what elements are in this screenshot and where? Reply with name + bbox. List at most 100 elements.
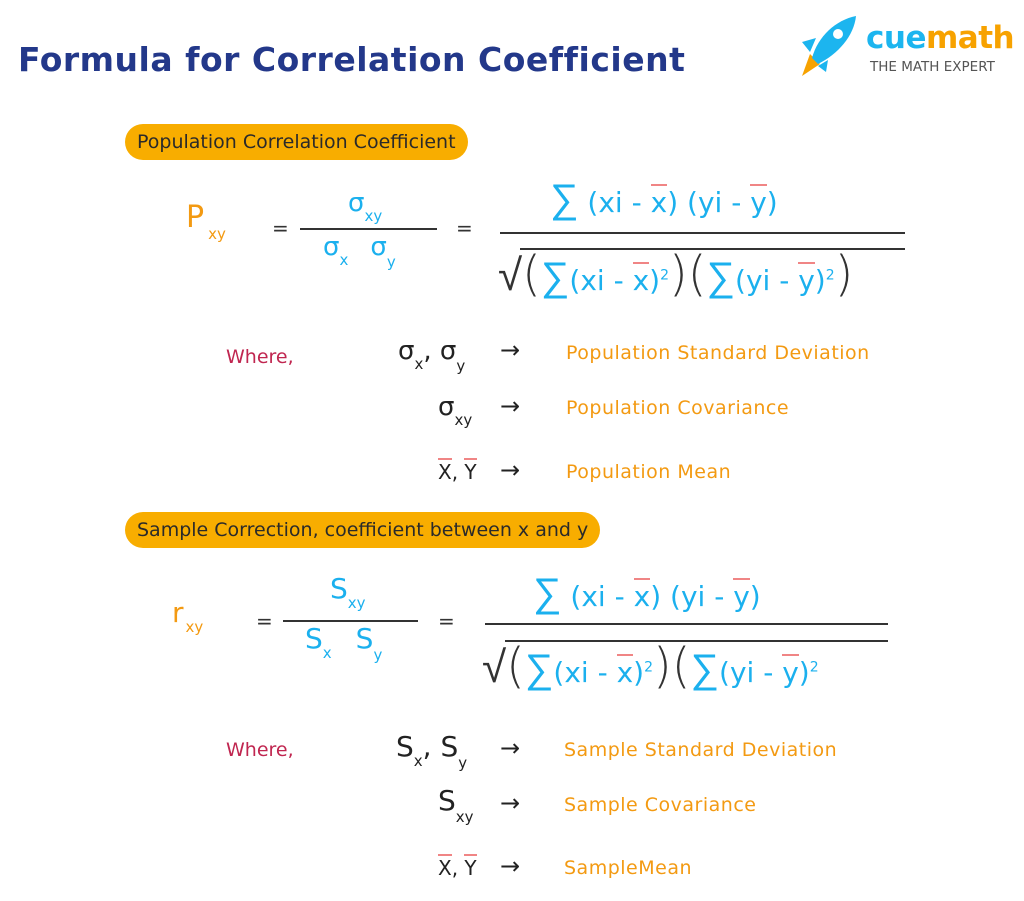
sym-sub: xy xyxy=(455,808,474,826)
arrow-icon: → xyxy=(500,392,521,420)
paren: ) xyxy=(814,264,826,297)
equals-sign: = xyxy=(272,216,289,240)
covariance-symbol: Sxy xyxy=(330,572,366,612)
fraction-line xyxy=(300,228,437,230)
covariance-symbol: σxy xyxy=(348,188,382,225)
arrow-icon: → xyxy=(500,852,521,880)
den-b: σ xyxy=(370,232,387,262)
yi-term: (yi - xyxy=(670,580,734,613)
def-label-1: Population Standard Deviation xyxy=(566,342,870,364)
sym-sub: y xyxy=(456,357,466,375)
den-b: S xyxy=(355,622,374,655)
sum-icon: ∑ xyxy=(524,646,554,692)
lhs-letter: P xyxy=(186,200,205,235)
def-symbol-1: σx, σy xyxy=(398,336,465,375)
def-symbol-3: X, Y xyxy=(438,854,477,880)
sample-heading: Sample Correction, coefficient between x… xyxy=(125,512,601,548)
y-bar: y xyxy=(750,184,767,219)
sym: S xyxy=(438,784,456,817)
yi-term: (yi - xyxy=(735,264,799,297)
denominator-main: √(∑(xi - x)2)(∑(yi - y)2 xyxy=(482,638,819,694)
xi-term: (xi - xyxy=(553,656,617,689)
arrow-icon: → xyxy=(500,336,521,364)
fraction-line xyxy=(283,620,418,622)
where-label: Where, xyxy=(226,739,294,761)
sqrt-icon: √ xyxy=(498,250,523,301)
den-a-sub: x xyxy=(322,644,332,662)
paren: ) xyxy=(653,638,672,694)
sym: σ xyxy=(398,336,415,366)
def-symbol-1: Sx, Sy xyxy=(396,730,467,772)
yi-term: (yi - xyxy=(687,186,751,219)
brand-math: math xyxy=(925,20,1015,56)
y-bar: Y xyxy=(464,854,477,880)
lhs-subscript: xy xyxy=(185,618,204,636)
paren: ) xyxy=(669,246,688,302)
sym-sub: x xyxy=(414,355,424,373)
denominator-main: √(∑(xi - x)2)(∑(yi - y)2) xyxy=(498,246,853,302)
brand-cue: cue xyxy=(866,20,926,56)
fraction-line-main xyxy=(485,623,888,625)
paren: ) xyxy=(766,186,778,219)
sum-icon: ∑ xyxy=(540,254,570,300)
numerator: ∑ (xi - x) (yi - y) xyxy=(533,570,761,616)
paren: ) xyxy=(633,656,645,689)
fraction-line-main xyxy=(500,232,905,234)
paren: ) xyxy=(834,246,854,302)
rocket-icon xyxy=(802,16,856,76)
paren: ) xyxy=(749,580,761,613)
mid-symbol: S xyxy=(330,572,348,605)
equals-sign: = xyxy=(256,609,273,633)
sum-icon: ∑ xyxy=(550,176,579,222)
square: 2 xyxy=(825,267,835,284)
comma: , xyxy=(451,460,465,484)
paren: ( xyxy=(506,638,525,694)
page-title: Formula for Correlation Coefficient xyxy=(18,40,686,79)
x-bar: x xyxy=(633,578,651,613)
def-symbol-2: Sxy xyxy=(438,784,474,826)
x-bar: x xyxy=(616,654,634,689)
x-bar: X xyxy=(438,458,452,484)
sum-icon: ∑ xyxy=(706,254,736,300)
sym-sub: y xyxy=(458,754,468,772)
paren: ) xyxy=(798,656,810,689)
sym: σ xyxy=(439,336,457,366)
square: 2 xyxy=(660,267,670,284)
paren: ( xyxy=(671,638,691,694)
sym-sub: x xyxy=(413,752,423,770)
sym: σ xyxy=(438,392,455,422)
where-label: Where, xyxy=(226,346,294,368)
lhs-subscript: xy xyxy=(208,225,226,243)
xi-term: (xi - xyxy=(570,580,634,613)
sum-icon: ∑ xyxy=(690,646,720,692)
def-label-2: Population Covariance xyxy=(566,397,790,419)
y-bar: y xyxy=(782,654,799,689)
den-a: S xyxy=(305,622,323,655)
arrow-icon: → xyxy=(500,734,521,762)
y-bar: y xyxy=(733,578,750,613)
population-heading: Population Correlation Coefficient xyxy=(125,124,468,160)
xi-term: (xi - xyxy=(587,186,651,219)
sym: S xyxy=(440,730,459,763)
comma: , xyxy=(451,856,465,880)
def-label-3: Population Mean xyxy=(566,461,732,483)
def-symbol-2: σxy xyxy=(438,392,472,429)
square: 2 xyxy=(644,659,654,676)
brand-tagline: THE MATH EXPERT xyxy=(870,59,995,75)
y-bar: y xyxy=(798,262,815,297)
comma: , xyxy=(422,730,441,763)
paren: ( xyxy=(687,246,707,302)
square: 2 xyxy=(809,659,819,676)
brand-logo: cuemath xyxy=(866,20,1015,56)
sqrt-bar xyxy=(505,640,888,642)
arrow-icon: → xyxy=(500,456,521,484)
x-bar: x xyxy=(632,262,650,297)
paren: ) xyxy=(649,264,661,297)
def-symbol-3: X, Y xyxy=(438,458,477,484)
paren: ) xyxy=(667,186,688,219)
sym-sub: xy xyxy=(454,411,473,429)
